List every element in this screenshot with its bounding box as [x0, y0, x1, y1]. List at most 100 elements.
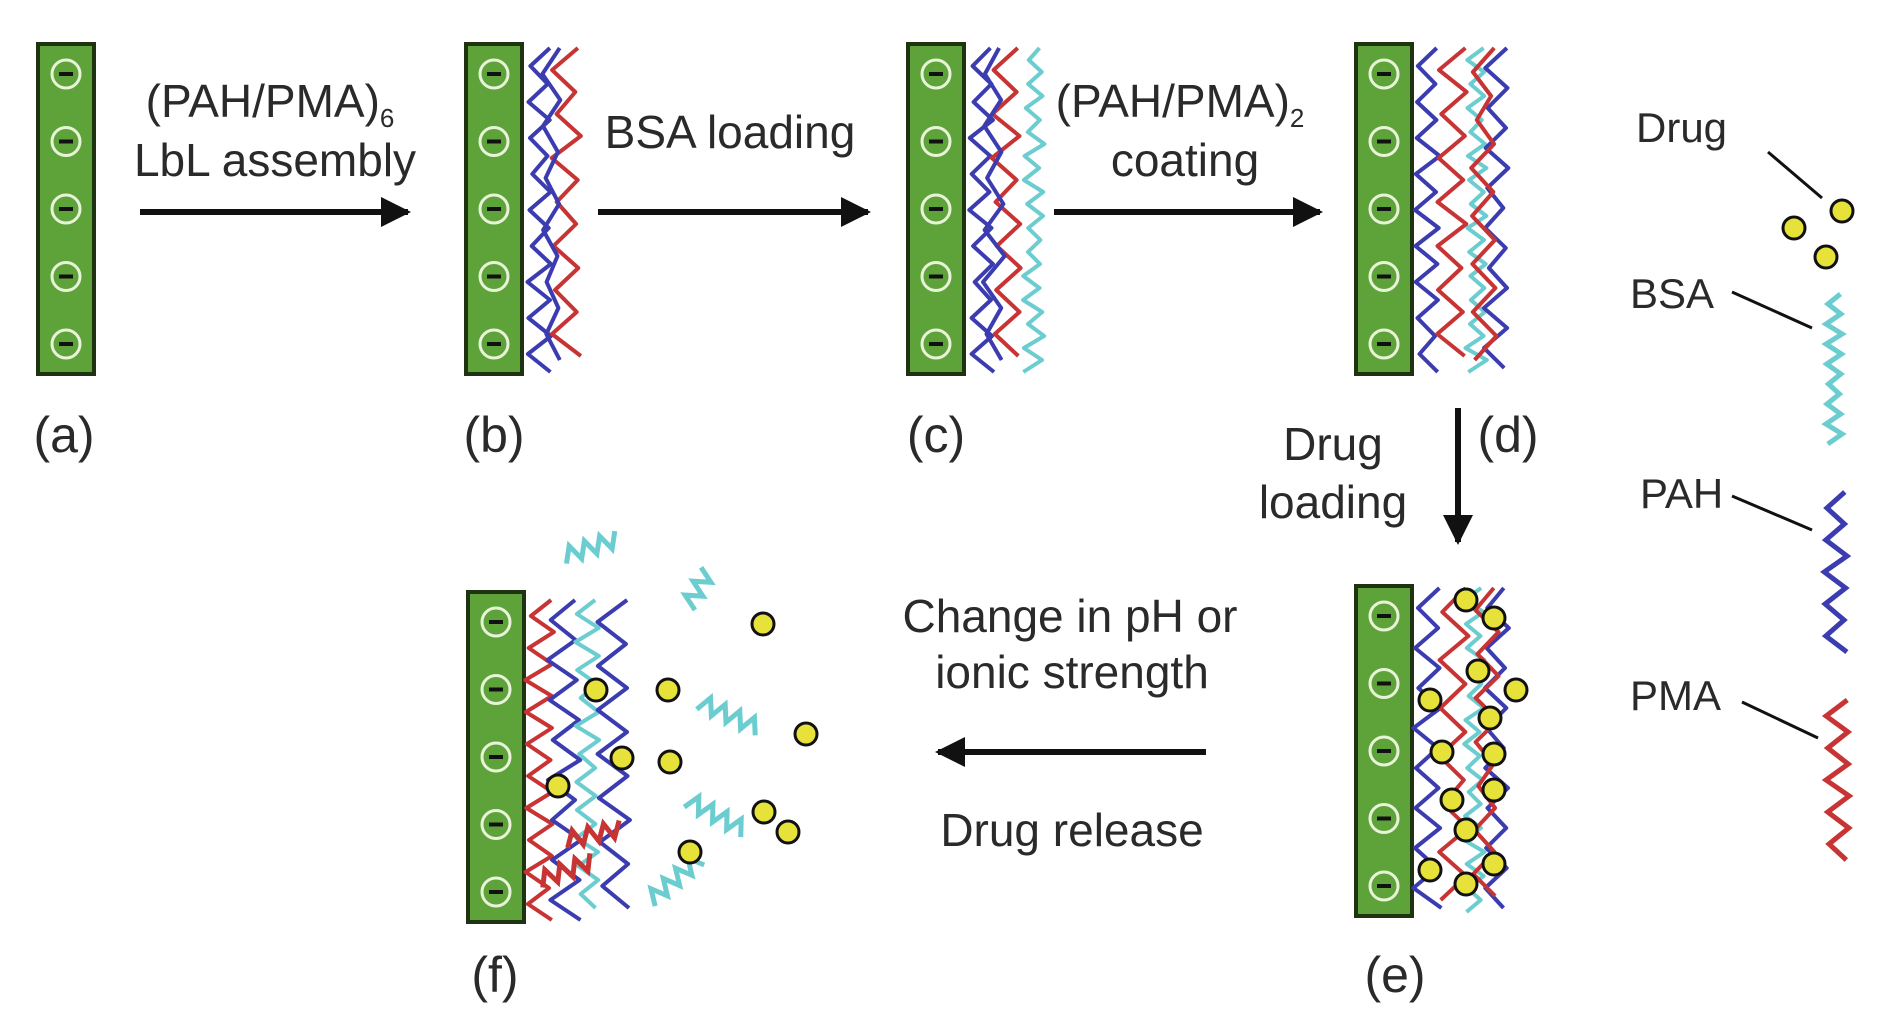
substrate-a [36, 42, 96, 376]
pah-layer [595, 598, 632, 910]
substrate-f [466, 590, 526, 924]
negative-charge-icon [920, 328, 952, 360]
legend: Drug BSA PAH PMA [1630, 104, 1855, 862]
drug-particle [1453, 871, 1479, 897]
panel-label-f: (f) [471, 947, 518, 1003]
pah-layer [545, 598, 583, 922]
negative-charge-icon [1368, 193, 1400, 225]
legend-label-pma: PMA [1630, 672, 1721, 719]
step-assembly-line2: LbL assembly [134, 134, 416, 186]
pma-layer [523, 598, 556, 922]
drug-particle [750, 611, 776, 637]
drug-particle [1453, 817, 1479, 843]
negative-charge-icon [1368, 735, 1400, 767]
drug-particle [1465, 658, 1491, 684]
substrate-block [36, 42, 96, 376]
drug-particle [1481, 851, 1507, 877]
negative-charge-icon [1368, 668, 1400, 699]
negative-charge-icon [920, 193, 952, 225]
drug-particle [657, 749, 683, 775]
substrate-d [1354, 42, 1414, 376]
negative-charge-icon [478, 261, 510, 292]
released-bsa-fragment [564, 530, 618, 564]
negative-charge-icon [50, 193, 82, 225]
negative-charge-icon [1368, 600, 1400, 632]
drug-particle [545, 773, 571, 799]
substrates [36, 42, 1414, 924]
substrate-c [906, 42, 966, 376]
legend-label-bsa: BSA [1630, 270, 1714, 317]
pma-layer [1471, 586, 1501, 898]
pah-layer [967, 46, 996, 374]
step-coating-line1: (PAH/PMA)2 [1056, 75, 1305, 133]
drug-particle [793, 721, 819, 747]
legend-label-pah: PAH [1640, 470, 1723, 517]
drug-particle [677, 839, 703, 865]
negative-charge-icon [478, 58, 510, 90]
drug-particle [1417, 687, 1443, 713]
legend-pah-strand [1820, 490, 1852, 654]
legend-drug-particle [1829, 198, 1855, 224]
drug-particle [1481, 777, 1507, 803]
legend-leader-drug [1767, 150, 1823, 200]
negative-charge-icon [478, 328, 510, 360]
drug-particle [775, 819, 801, 845]
drug-particle [751, 799, 777, 825]
pah-layer [1413, 46, 1442, 374]
drug-particle [1481, 605, 1507, 631]
released-pma-fragment [540, 853, 593, 888]
negative-charge-icon [478, 193, 510, 225]
step-change-line2: ionic strength [935, 646, 1209, 698]
legend-drug-particle [1781, 215, 1807, 241]
legend-leader-pah [1731, 494, 1813, 532]
negative-charge-icon [478, 126, 510, 157]
drug-particle [1429, 739, 1455, 765]
pma-layer [1469, 46, 1499, 362]
legend-leader-bsa [1731, 290, 1813, 330]
pah-layer [981, 47, 1007, 362]
drug-particle [655, 677, 681, 703]
drug-particle [583, 677, 609, 703]
negative-charge-icon [1368, 328, 1400, 360]
released-pma-fragment [565, 818, 622, 850]
panel-label-e: (e) [1364, 947, 1425, 1003]
drug-particle [1481, 741, 1507, 767]
negative-charge-icon [480, 674, 512, 705]
negative-charge-icon [480, 606, 512, 638]
step-drug-loading-line2: loading [1259, 476, 1407, 528]
step-change-line1: Change in pH or [903, 590, 1238, 642]
legend-bsa-strand [1821, 292, 1847, 447]
bsa-layer [1021, 46, 1047, 374]
negative-charge-icon [50, 328, 82, 360]
process-arrows [140, 197, 1473, 767]
drug-particle [609, 745, 635, 771]
released-bsa-fragment [680, 565, 716, 612]
step-assembly-line1: (PAH/PMA)6 [146, 75, 395, 133]
legend-pma-strand [1821, 698, 1854, 862]
released-bsa-fragment [695, 692, 758, 736]
negative-charge-icon [50, 126, 82, 157]
drug-particles [545, 587, 1529, 897]
legend-leader-pma [1741, 700, 1819, 740]
bsa-layer [1462, 586, 1487, 914]
negative-charge-icon [1368, 870, 1400, 902]
negative-charge-icon [480, 809, 512, 840]
negative-charge-icon [480, 876, 512, 908]
panel-label-b: (b) [463, 407, 524, 463]
pah-layer [540, 46, 563, 361]
pma-layer [1437, 586, 1471, 902]
negative-charge-icon [50, 261, 82, 292]
step-bsa-loading: BSA loading [605, 106, 856, 158]
drug-particle [1453, 587, 1479, 613]
released-fragments [540, 530, 758, 907]
legend-drug-particle [1813, 244, 1839, 270]
drug-particle [1477, 705, 1503, 731]
negative-charge-icon [1368, 58, 1400, 90]
pma-layer [989, 46, 1023, 358]
negative-charge-icon [920, 58, 952, 90]
negative-charge-icon [1368, 803, 1400, 834]
negative-charge-icon [480, 741, 512, 773]
panel-label-a: (a) [33, 407, 94, 463]
panel-label-c: (c) [907, 407, 965, 463]
